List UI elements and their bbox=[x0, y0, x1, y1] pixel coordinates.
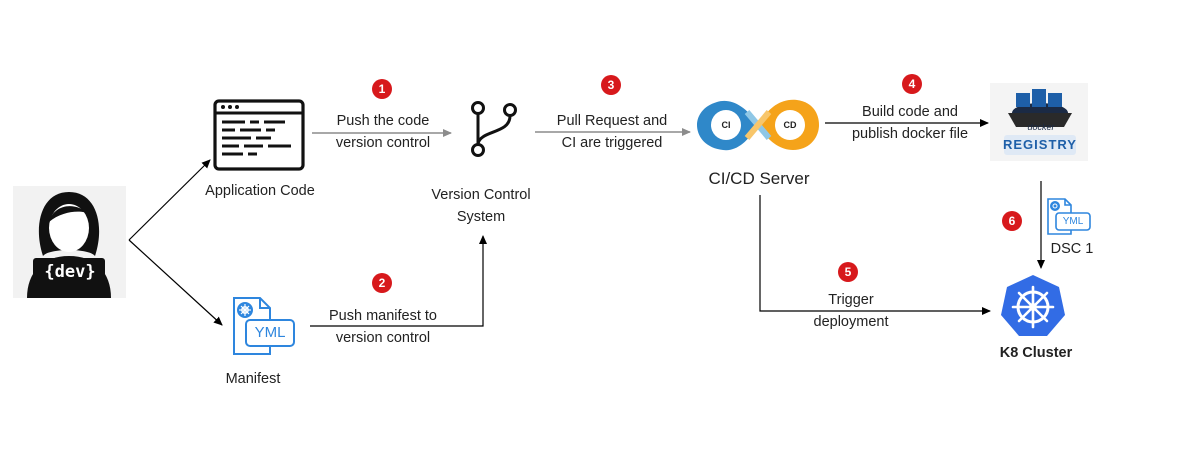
cicd-cd-text: CD bbox=[783, 120, 797, 130]
arrow-step5 bbox=[759, 195, 991, 315]
registry-node: docker REGISTRY bbox=[990, 83, 1088, 161]
manifest-node: YML bbox=[230, 296, 298, 358]
step2-label-line1: Push manifest to bbox=[329, 308, 437, 324]
code-window-icon bbox=[213, 99, 305, 171]
manifest-label: Manifest bbox=[225, 371, 281, 387]
arrow-step2 bbox=[310, 235, 487, 327]
step5-label-line2: deployment bbox=[813, 314, 889, 330]
step-badge-4: 4 bbox=[902, 74, 922, 94]
developer-badge-text: {dev} bbox=[44, 262, 96, 282]
git-branch-icon bbox=[471, 101, 517, 157]
step-badge-3: 3 bbox=[601, 75, 621, 95]
step4-label-line2: publish docker file bbox=[851, 126, 969, 142]
dsc-file-text: YML bbox=[1062, 216, 1084, 227]
vcs-node bbox=[468, 100, 520, 160]
step-badge-5: 5 bbox=[838, 262, 858, 282]
developer-node: {dev} bbox=[13, 186, 126, 298]
registry-docker-text: docker bbox=[1027, 122, 1055, 132]
dsc-label: DSC 1 bbox=[1050, 241, 1094, 257]
yml-file-icon bbox=[1047, 198, 1091, 235]
vcs-label-line2: System bbox=[456, 209, 506, 225]
step4-label-line1: Build code and bbox=[862, 104, 958, 120]
docker-registry-icon bbox=[990, 83, 1088, 161]
k8s-node bbox=[1000, 273, 1066, 337]
kubernetes-icon bbox=[1001, 275, 1065, 336]
step-badge-1: 1 bbox=[372, 79, 392, 99]
registry-label-text: REGISTRY bbox=[1003, 137, 1077, 152]
step5-label-line1: Trigger bbox=[828, 292, 874, 308]
cicd-infinity-icon bbox=[697, 99, 819, 151]
step2-label-line2: version control bbox=[335, 330, 431, 346]
dsc-node: YML bbox=[1045, 198, 1093, 236]
cicd-label: CI/CD Server bbox=[708, 169, 810, 188]
step1-label-line2: version control bbox=[335, 135, 431, 151]
k8s-label: K8 Cluster bbox=[999, 345, 1073, 361]
app-code-label: Application Code bbox=[205, 183, 315, 199]
step-badge-2: 2 bbox=[372, 273, 392, 293]
step3-label-line2: CI are triggered bbox=[561, 135, 663, 151]
app-code-node bbox=[213, 99, 305, 171]
step-badge-6: 6 bbox=[1002, 211, 1022, 231]
manifest-file-text: YML bbox=[254, 324, 286, 341]
step3-label-line1: Pull Request and bbox=[556, 113, 668, 129]
arrow-dev-to-app-code bbox=[128, 159, 211, 241]
step1-label-line1: Push the code bbox=[336, 113, 430, 129]
yml-file-icon bbox=[233, 297, 295, 355]
cicd-ci-text: CI bbox=[721, 120, 731, 130]
cicd-node: CI CD bbox=[695, 94, 821, 156]
vcs-label-line1: Version Control bbox=[431, 187, 531, 203]
arrow-dev-to-manifest bbox=[128, 239, 223, 326]
developer-icon bbox=[13, 186, 126, 298]
